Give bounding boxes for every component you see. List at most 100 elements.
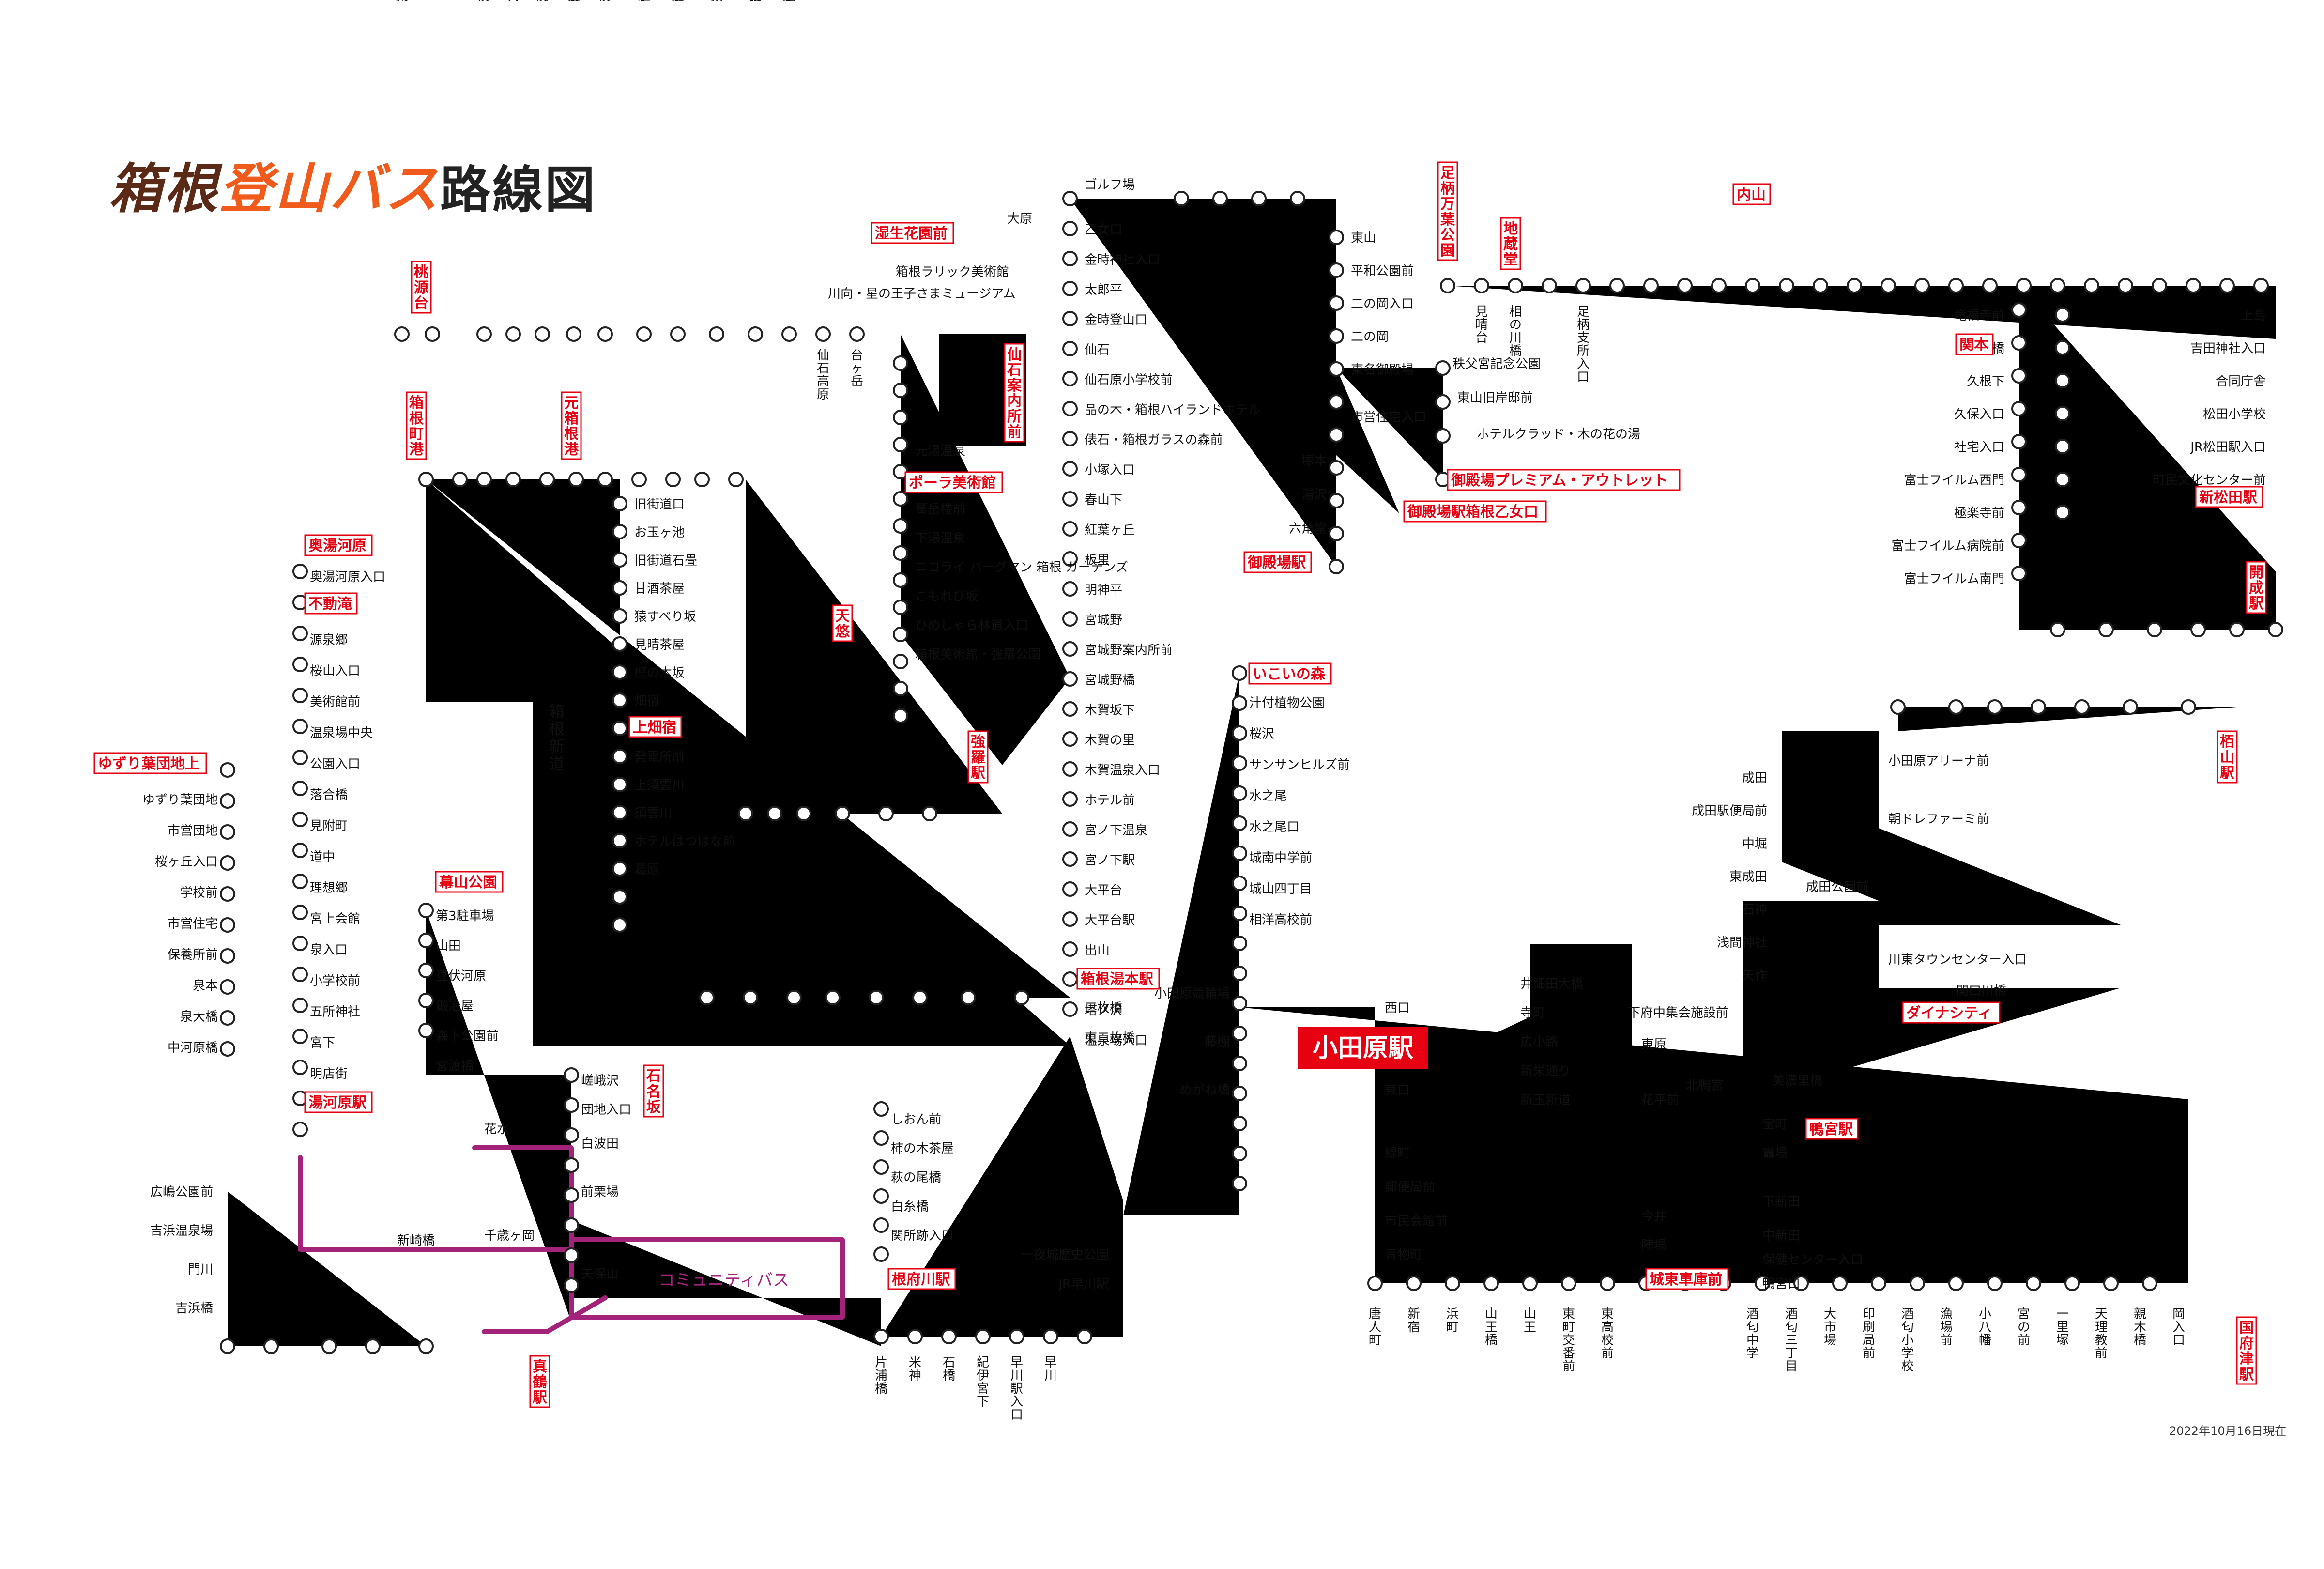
bus-stop[interactable] [1062,941,1078,957]
bus-stop[interactable] [873,1217,889,1233]
bus-stop[interactable] [1508,278,1523,293]
bus-stop[interactable] [873,1188,889,1204]
bus-stop[interactable] [2181,699,2196,715]
bus-stop[interactable] [2253,278,2269,293]
highlight-moto_hakone[interactable]: 元箱根港 [561,391,582,460]
bus-stop[interactable] [1643,278,1659,293]
highlight-kamihatajuku[interactable]: 上畑宿 [628,716,682,738]
bus-stop[interactable] [292,750,308,765]
bus-stop[interactable] [1755,1276,1770,1291]
bus-stop[interactable] [1329,559,1344,574]
bus-stop[interactable] [1440,278,1455,293]
bus-stop[interactable] [539,472,555,487]
bus-stop[interactable] [2186,278,2201,293]
bus-stop[interactable] [631,472,647,487]
bus-stop[interactable] [612,580,627,596]
bus-stop[interactable] [452,472,468,487]
highlight-hakone_machi[interactable]: 箱根町港 [406,391,427,460]
bus-stop[interactable] [2103,1276,2119,1291]
bus-stop[interactable] [941,1329,957,1344]
bus-stop[interactable] [394,326,410,342]
bus-stop[interactable] [1232,785,1247,801]
highlight-gotemba_outlet[interactable]: 御殿場プレミアム・アウトレット [1447,469,1681,491]
bus-stop[interactable] [535,326,550,342]
bus-stop[interactable] [2190,622,2206,637]
bus-stop[interactable] [893,491,908,507]
bus-stop[interactable] [893,681,908,696]
bus-stop[interactable] [912,990,928,1005]
bus-stop[interactable] [1062,281,1078,296]
bus-stop[interactable] [612,552,627,568]
bus-stop[interactable] [612,721,627,736]
bus-stop[interactable] [873,1130,889,1146]
bus-stop[interactable] [1575,278,1591,293]
bus-stop[interactable] [612,889,627,905]
highlight-kozu[interactable]: 国府津駅 [2236,1316,2257,1385]
bus-stop[interactable] [1232,815,1247,831]
bus-stop[interactable] [220,1338,235,1354]
bus-stop[interactable] [796,806,811,821]
bus-stop[interactable] [1232,846,1247,861]
bus-stop[interactable] [597,326,613,342]
bus-stop[interactable] [1832,1276,1848,1291]
bus-stop[interactable] [292,657,308,672]
bus-stop[interactable] [1677,278,1693,293]
highlight-sengoku_annai[interactable]: 仙石案内所前 [1004,343,1025,443]
bus-stop[interactable] [1062,1001,1078,1017]
bus-stop[interactable] [670,326,686,342]
bus-stop[interactable] [1745,278,1760,293]
highlight-manazuru[interactable]: 真鶴駅 [529,1355,550,1408]
bus-stop[interactable] [878,806,894,821]
bus-stop[interactable] [1062,251,1078,266]
bus-stop[interactable] [1329,427,1344,443]
bus-stop[interactable] [1232,1086,1247,1101]
bus-stop[interactable] [1077,1329,1092,1344]
bus-stop[interactable] [728,472,744,487]
bus-stop[interactable] [612,664,627,680]
bus-stop[interactable] [1062,761,1078,777]
bus-stop[interactable] [220,948,235,964]
bus-stop[interactable] [1600,1276,1615,1291]
bus-stop[interactable] [612,608,627,624]
bus-stop[interactable] [2268,622,2283,637]
bus-stop[interactable] [612,833,627,848]
bus-stop[interactable] [292,1122,308,1137]
bus-stop[interactable] [1435,360,1451,376]
bus-stop[interactable] [1062,521,1078,537]
bus-stop[interactable] [292,626,308,641]
bus-stop[interactable] [893,600,908,615]
bus-stop[interactable] [1251,191,1267,206]
bus-stop[interactable] [612,777,627,792]
bus-stop[interactable] [1062,581,1078,597]
bus-stop[interactable] [1232,1176,1247,1191]
bus-stop[interactable] [2050,622,2065,637]
bus-stop[interactable] [2055,472,2070,487]
bus-stop[interactable] [1522,1276,1538,1291]
bus-stop[interactable] [665,472,681,487]
highlight-tenyu[interactable]: 天悠 [832,604,853,642]
bus-stop[interactable] [1062,851,1078,867]
bus-stop[interactable] [1329,361,1344,377]
bus-stop[interactable] [1948,699,1964,715]
bus-stop[interactable] [418,1023,434,1038]
bus-stop[interactable] [815,326,831,342]
highlight-gotemba[interactable]: 御殿場駅 [1243,551,1312,573]
bus-stop[interactable] [825,990,841,1005]
bus-stop[interactable] [292,719,308,734]
bus-stop[interactable] [1062,911,1078,927]
bus-stop[interactable] [418,903,434,918]
bus-stop[interactable] [2011,533,2027,548]
highlight-dynacity[interactable]: ダイナシティ [1902,1001,2001,1024]
highlight-uchiyama[interactable]: 内山 [1732,183,1771,205]
highlight-makuyama[interactable]: 幕山公園 [435,871,504,893]
bus-stop[interactable] [1062,431,1078,446]
bus-stop[interactable] [1445,1276,1460,1291]
bus-stop[interactable] [418,1338,434,1354]
bus-stop[interactable] [922,806,937,821]
bus-stop[interactable] [566,326,581,342]
bus-stop[interactable] [975,1329,991,1344]
bus-stop[interactable] [1062,551,1078,567]
bus-stop[interactable] [873,1159,889,1175]
bus-stop[interactable] [1062,701,1078,717]
bus-stop[interactable] [1609,278,1625,293]
